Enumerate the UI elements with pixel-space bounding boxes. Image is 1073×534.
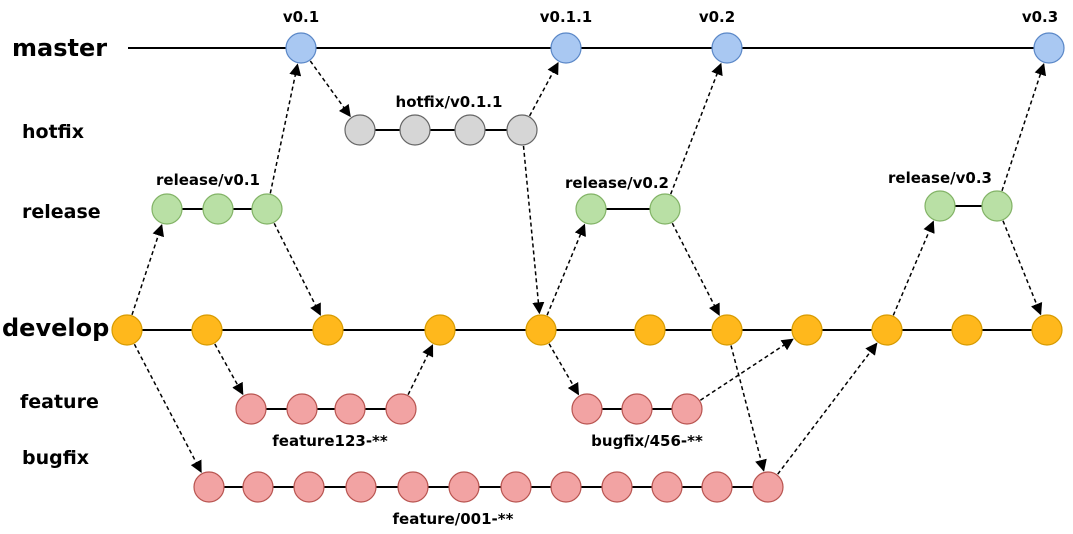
- commit-node-develop-d7: [711, 314, 743, 346]
- branch-label-release-v0-3: release/v0.3: [888, 169, 992, 187]
- commit-node-develop-d6: [634, 314, 666, 346]
- commit-node-develop-d2: [191, 314, 223, 346]
- arrow-r5-to-m3: [670, 62, 723, 195]
- arrow-d2-to-f1: [214, 343, 244, 396]
- tag-label-v0-1-1: v0.1.1: [540, 8, 593, 26]
- arrow-r5-to-d7: [671, 222, 720, 316]
- commit-node-feature-f3: [334, 393, 366, 425]
- commit-node-master-m3: [711, 32, 743, 64]
- commit-node-develop-d10: [951, 314, 983, 346]
- branch-label-release-v0-1: release/v0.1: [156, 171, 260, 189]
- merge-arrows: [131, 60, 1047, 475]
- branch-label-feature123: feature123-**: [272, 432, 388, 450]
- commit-node-develop-d8: [791, 314, 823, 346]
- commit-node-feature-b7: [500, 471, 532, 503]
- commit-node-release-r2: [202, 193, 234, 225]
- commit-node-develop-d3: [312, 314, 344, 346]
- commit-node-feature-b10: [651, 471, 683, 503]
- commit-node-feature-f2: [286, 393, 318, 425]
- commit-node-release-r3: [251, 193, 283, 225]
- commit-node-release-r4: [575, 193, 607, 225]
- arrow-h4-to-d5: [522, 145, 545, 315]
- commit-node-feature-f1: [235, 393, 267, 425]
- commit-node-feature-g1: [571, 393, 603, 425]
- commit-node-feature-b11: [701, 471, 733, 503]
- arrow-d5-to-r4: [546, 223, 586, 316]
- row-label-hotfix: hotfix: [22, 121, 84, 143]
- commit-node-feature-f4: [385, 393, 417, 425]
- commit-node-release-r6: [924, 190, 956, 222]
- row-label-release: release: [22, 201, 101, 223]
- commit-node-develop-d5: [525, 314, 557, 346]
- commit-node-release-r7: [981, 190, 1013, 222]
- commit-nodes: [111, 32, 1065, 503]
- arrow-d7-to-b12: [730, 345, 767, 472]
- commit-node-feature-b5: [397, 471, 429, 503]
- arrow-g3-to-d8: [699, 338, 794, 401]
- arrow-h4-to-m2: [528, 61, 559, 117]
- commit-node-develop-d4: [424, 314, 456, 346]
- commit-node-feature-g3: [671, 393, 703, 425]
- commit-node-feature-b2: [242, 471, 274, 503]
- commit-node-hotfix-h4: [506, 114, 538, 146]
- commit-node-feature-b4: [345, 471, 377, 503]
- branch-label-feature-001: feature/001-**: [393, 510, 514, 528]
- commit-node-develop-d1: [111, 314, 143, 346]
- commit-node-hotfix-h3: [454, 114, 486, 146]
- commit-node-feature-b8: [550, 471, 582, 503]
- commit-node-release-r5: [649, 193, 681, 225]
- commit-node-feature-b6: [448, 471, 480, 503]
- commit-node-feature-b3: [293, 471, 325, 503]
- row-label-develop: develop: [2, 314, 109, 342]
- arrow-r7-to-m4: [1001, 62, 1047, 192]
- commit-node-master-m4: [1033, 32, 1065, 64]
- arrow-m1-to-h1: [309, 60, 351, 118]
- commit-node-feature-b1: [193, 471, 225, 503]
- commit-node-hotfix-h2: [399, 114, 431, 146]
- arrow-f4-to-d4: [407, 344, 434, 396]
- tag-label-v0-3: v0.3: [1022, 8, 1058, 26]
- row-label-feature: feature: [20, 391, 99, 413]
- commit-node-develop-d11: [1031, 314, 1063, 346]
- arrow-r7-to-d11: [1002, 220, 1043, 316]
- arrow-r3-to-m1: [269, 63, 302, 194]
- arrow-d5-to-g1: [548, 343, 580, 396]
- commit-node-feature-b12: [752, 471, 784, 503]
- commit-node-feature-g2: [621, 393, 653, 425]
- branch-label-release-v0-2: release/v0.2: [565, 174, 669, 192]
- commit-node-feature-b9: [601, 471, 633, 503]
- commit-node-release-r1: [151, 193, 183, 225]
- arrow-r3-to-d3: [273, 222, 321, 316]
- row-label-bugfix: bugfix: [22, 447, 89, 469]
- commit-node-hotfix-h1: [344, 114, 376, 146]
- arrow-d1-to-r1: [131, 223, 165, 316]
- tag-label-v0-2: v0.2: [699, 8, 735, 26]
- commit-node-master-m2: [550, 32, 582, 64]
- commit-node-develop-d9: [871, 314, 903, 346]
- row-label-master: master: [12, 34, 107, 62]
- arrow-d9-to-r6: [892, 220, 935, 316]
- arrow-d1-to-b1: [133, 343, 202, 473]
- arrow-b12-to-d9: [777, 342, 878, 475]
- commit-node-master-m1: [285, 32, 317, 64]
- branch-label-bugfix-456: bugfix/456-**: [591, 432, 703, 450]
- branch-label-hotfix-v0-1-1: hotfix/v0.1.1: [396, 93, 503, 111]
- tag-label-v0-1: v0.1: [283, 8, 319, 26]
